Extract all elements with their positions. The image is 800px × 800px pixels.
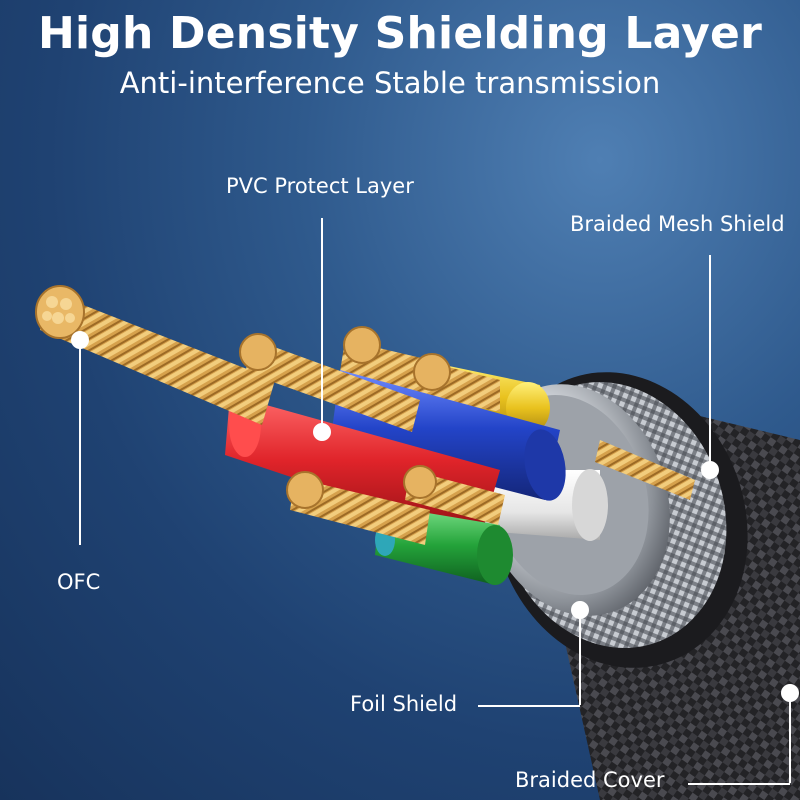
label-ofc: OFC — [57, 570, 101, 594]
headline-subtitle: Anti-interference Stable transmission — [119, 66, 661, 100]
label-foil-shield: Foil Shield — [350, 692, 458, 716]
label-pvc-protect-layer: PVC Protect Layer — [226, 174, 414, 198]
headline-title: High Density Shielding Layer — [38, 8, 762, 59]
inner-conductors — [35, 285, 695, 585]
label-braided-cover: Braided Cover — [515, 768, 665, 792]
label-braided-mesh-shield: Braided Mesh Shield — [570, 212, 785, 236]
callout-lines — [71, 218, 799, 785]
